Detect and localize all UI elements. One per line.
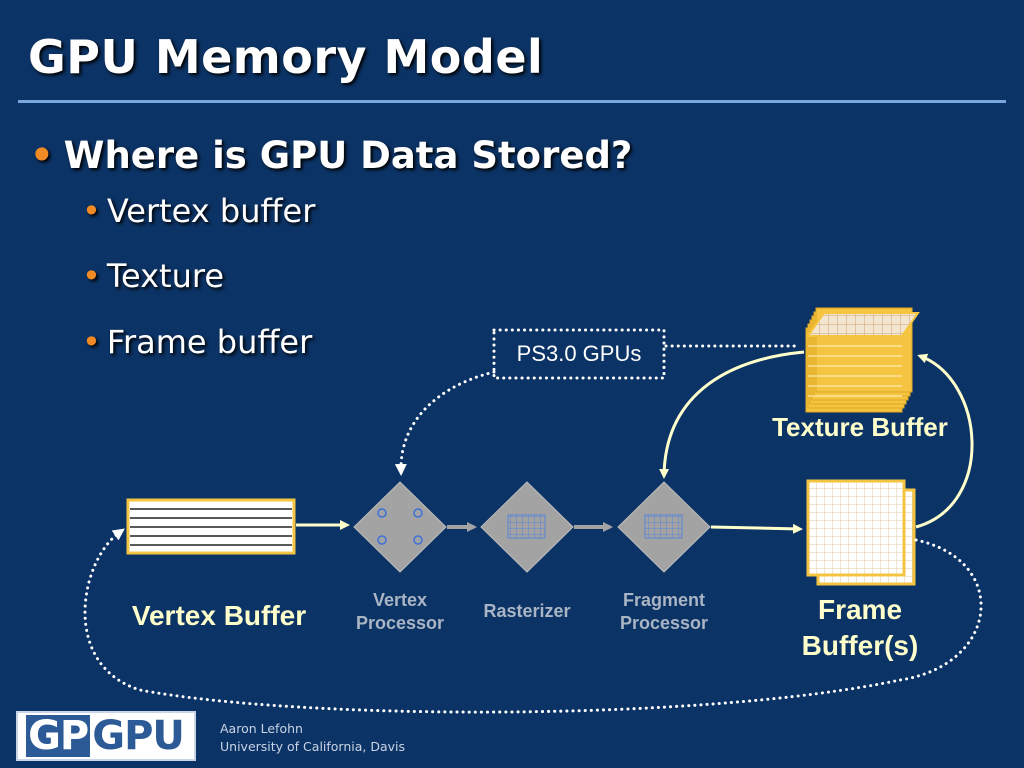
- bullet-dot-icon: •: [82, 323, 101, 361]
- vertex-buffer-block: [126, 498, 296, 555]
- fragment-processor-label: Fragment Processor: [600, 589, 728, 635]
- bullet-dot-icon: •: [82, 257, 101, 295]
- sub-bullet-text: Vertex buffer: [106, 192, 316, 230]
- sub-bullet-text: Texture: [106, 257, 225, 295]
- sub-bullet-frame-buffer: •Frame buffer: [82, 323, 312, 361]
- frame-buffer-label: Frame Buffer(s): [780, 592, 940, 664]
- slide-title: GPU Memory Model: [28, 30, 544, 84]
- fragment-processor-label-line1: Fragment: [622, 590, 705, 610]
- fragment-processor-label-line2: Processor: [619, 613, 709, 633]
- logo-part2: GPU: [92, 713, 185, 759]
- bullet-dot-icon: •: [82, 192, 101, 230]
- vertex-processor-label-line1: Vertex: [372, 590, 428, 610]
- vertex-processor-label-line2: Processor: [355, 613, 445, 633]
- rasterizer-diamond: [480, 481, 574, 573]
- sub-bullet-text: Frame buffer: [106, 323, 313, 361]
- title-divider: [18, 100, 1006, 103]
- vertex-processor-diamond: [353, 481, 447, 573]
- bullet-main-text: Where is GPU Data Stored?: [63, 134, 633, 177]
- texture-buffer-label: Texture Buffer: [772, 412, 948, 442]
- author-name: Aaron Lefohn: [220, 721, 303, 736]
- author-credit: Aaron Lefohn University of California, D…: [220, 720, 405, 756]
- arrow-texture-to-fp: [659, 350, 805, 479]
- vertex-processor-label: Vertex Processor: [340, 589, 460, 635]
- vertex-buffer-label: Vertex Buffer: [131, 600, 307, 631]
- frame-buffer-stack: [806, 479, 916, 586]
- texture-buffer-stack: [805, 307, 920, 413]
- sub-bullet-texture: •Texture: [82, 257, 224, 295]
- frame-buffer-label-line1: Frame: [817, 594, 903, 625]
- ps3-dotted-box: [492, 328, 666, 380]
- arrow-fp-to-fb: [710, 523, 803, 534]
- ps3-gpus-label: PS3.0 GPUs: [516, 341, 642, 366]
- author-affiliation: University of California, Davis: [220, 739, 406, 754]
- arrow-fb-to-texture: [915, 353, 974, 529]
- dotted-fb-to-vb: [83, 528, 983, 714]
- frame-buffer-label-line2: Buffer(s): [801, 630, 919, 661]
- dotted-ps3-to-vp: [394, 370, 496, 476]
- rasterizer-label: Rasterizer: [483, 601, 571, 621]
- logo-part1: GP: [26, 713, 91, 759]
- bullet-main: •Where is GPU Data Stored?: [30, 134, 632, 177]
- sub-bullet-vertex-buffer: •Vertex buffer: [82, 192, 315, 230]
- bullet-dot-icon: •: [30, 134, 54, 177]
- fragment-processor-diamond: [617, 481, 711, 573]
